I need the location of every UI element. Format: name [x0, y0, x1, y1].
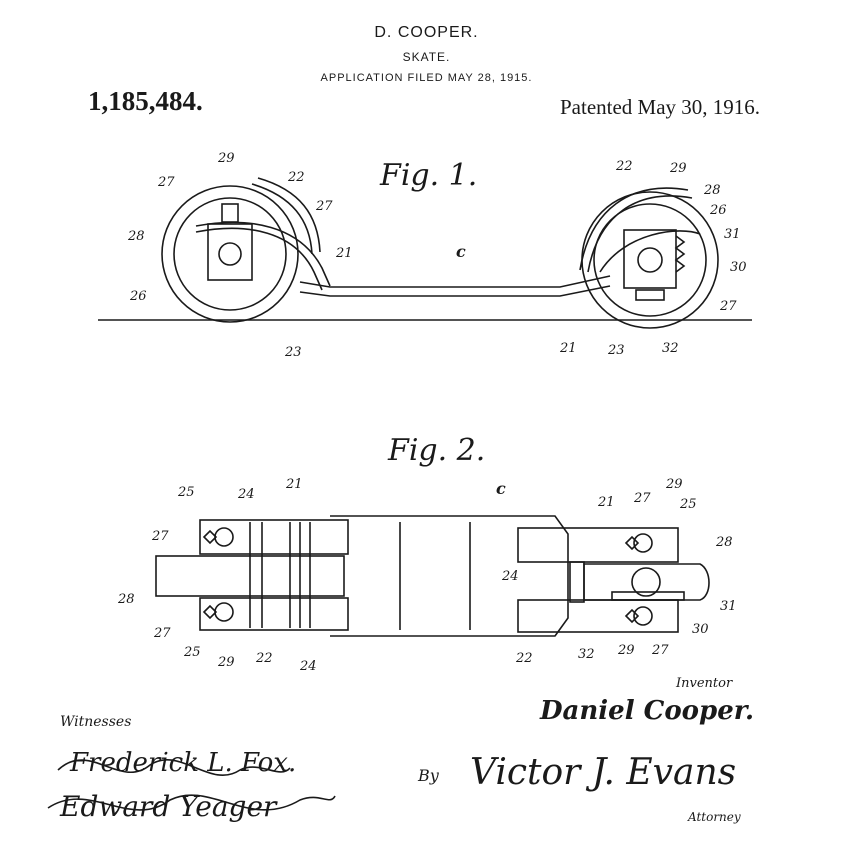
callout-label: 24: [501, 569, 519, 584]
callout-label: 31: [720, 599, 737, 614]
left-axle-block: [207, 223, 253, 281]
attorney-signature: Victor J. Evans: [470, 752, 737, 793]
callout-label: 25: [679, 497, 697, 512]
patent-date: Patented May 30, 1916.: [560, 95, 761, 119]
fig1-label: Fig. 1.: [379, 158, 477, 193]
skate-board-top: [299, 275, 611, 288]
right-axle-block: [623, 229, 677, 289]
patent-number: 1,185,484.: [88, 86, 203, 116]
left-fender: [257, 177, 321, 253]
witness-signature-stroke-1: [57, 759, 291, 776]
left-lower-bracket: [199, 597, 349, 631]
by-label: By: [418, 766, 439, 785]
callout-label: 29: [217, 655, 235, 670]
callout-label: 23: [284, 345, 302, 360]
witness-signature-1: Frederick L. Fox.: [70, 748, 297, 778]
witness-signature-2: Edward Yeager: [60, 790, 277, 823]
callout-label: 32: [662, 341, 679, 356]
fig2-callouts: 25 24 21 27 28 27 25 29 22 24 c 21 27 29…: [117, 477, 737, 674]
inventor-header: D. COOPER.: [374, 24, 479, 41]
callout-label: 29: [617, 643, 635, 658]
callout-label: 21: [597, 495, 615, 510]
fig2-label: Fig. 2.: [387, 433, 485, 468]
callout-label: 26: [709, 203, 727, 218]
application-filed: APPLICATION FILED MAY 28, 1915.: [320, 72, 533, 84]
right-wheel-section: [583, 563, 710, 601]
callout-label: 27: [157, 175, 175, 190]
callout-label: 27: [153, 626, 171, 641]
callout-label: 25: [177, 485, 195, 500]
callout-label: 22: [615, 159, 633, 174]
left-upper-bracket: [199, 519, 349, 555]
callout-label: 30: [692, 622, 709, 637]
callout-label: 21: [559, 341, 577, 356]
callout-label: 27: [315, 199, 333, 214]
inventor-signature: Daniel Cooper.: [540, 696, 755, 726]
callout-label: 29: [669, 161, 687, 176]
right-axle: [637, 247, 663, 273]
callout-label: 27: [151, 529, 169, 544]
fig1-drawing: [98, 177, 752, 329]
fig2-drawing: [155, 515, 710, 637]
callout-label: 21: [285, 477, 303, 492]
callout-label: 32: [578, 647, 595, 662]
fig1-callouts: 29 27 22 27 28 21 26 23 22 29 28 26 31 3…: [127, 151, 747, 360]
right-wheel-outer: [581, 191, 719, 329]
left-axle: [218, 242, 242, 266]
left-wheel-outer: [161, 185, 299, 323]
right-lower-bracket: [517, 599, 679, 633]
callout-label: 29: [665, 477, 683, 492]
callout-label: 28: [715, 535, 733, 550]
callout-label: 22: [515, 651, 533, 666]
callout-label: 28: [117, 592, 135, 607]
callout-label: 28: [703, 183, 721, 198]
witnesses-label: Witnesses: [60, 714, 132, 730]
callout-label: 27: [719, 299, 737, 314]
callout-label: 24: [237, 487, 255, 502]
witness-signature-stroke-2: [47, 794, 336, 811]
callout-label: 22: [287, 170, 305, 185]
callout-label: 30: [730, 260, 747, 275]
callout-label: 29: [217, 151, 235, 166]
callout-label: 23: [607, 343, 625, 358]
callout-label: 21: [335, 246, 353, 261]
callout-label: 27: [651, 643, 669, 658]
callout-label: 27: [633, 491, 651, 506]
inventor-label: Inventor: [676, 676, 733, 691]
deck-plan: [330, 515, 569, 637]
right-upper-bracket: [517, 527, 679, 563]
right-ratchet: [674, 235, 686, 273]
callout-label: 28: [127, 229, 145, 244]
callout-label: 25: [183, 645, 201, 660]
callout-label: 31: [724, 227, 741, 242]
right-fender: [579, 187, 689, 271]
attorney-label: Attorney: [688, 810, 741, 824]
callout-label: 26: [129, 289, 147, 304]
callout-label: 22: [255, 651, 273, 666]
callout-label: c: [496, 479, 506, 498]
callout-label: c: [456, 242, 466, 261]
invention-title: SKATE.: [402, 50, 451, 64]
skate-board-bottom: [299, 285, 611, 297]
callout-label: 24: [299, 659, 317, 674]
